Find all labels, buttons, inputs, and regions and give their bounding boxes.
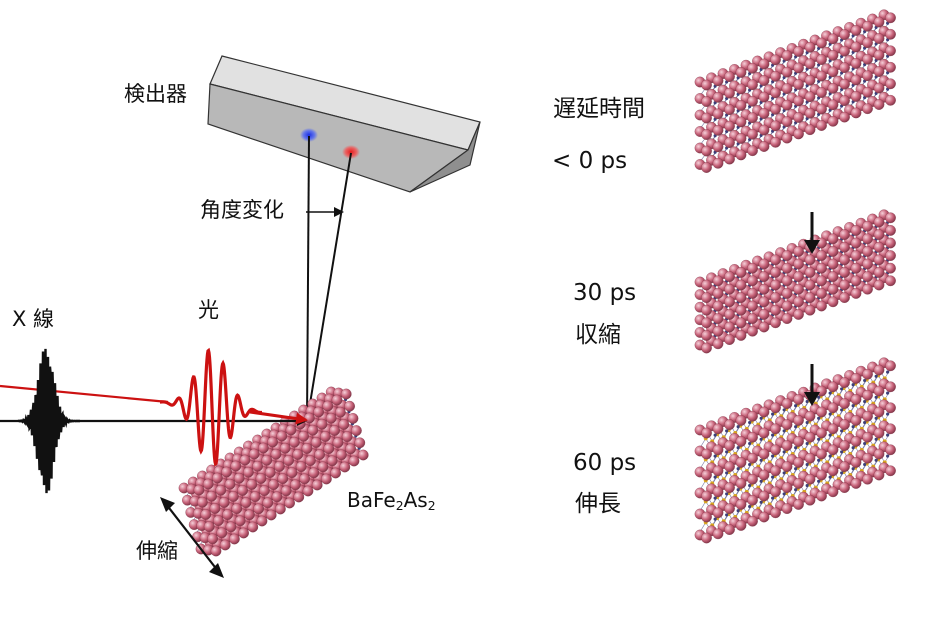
xray-label: X 線 [12,307,55,331]
compound-label: BaFe2As2 [347,488,436,514]
detector-spot-after [342,145,360,159]
detector-spot-before [300,128,318,142]
time-arrow-1 [804,212,820,254]
time-60ps: 60 ps [573,450,637,476]
light-beam [0,384,169,404]
state-expansion: 伸長 [575,491,621,517]
light-label: 光 [198,298,219,322]
expansion-contraction-arrow [160,497,224,578]
detector-label: 検出器 [124,82,187,106]
xray-pulse [17,348,80,494]
state-contraction: 収縮 [575,322,621,348]
light-pulse [160,347,262,467]
delay-time-value: < 0 ps [552,148,628,174]
detector [207,55,481,193]
angle-change-label: 角度変化 [200,198,284,222]
time-30ps: 30 ps [573,280,637,306]
crystal-contracted [694,209,896,354]
expansion-contraction-label: 伸縮 [136,539,178,563]
crystal-sample [178,386,369,557]
crystal-before [694,9,896,173]
delay-time-heading: 遅延時間 [553,96,645,122]
crystal-expanded [694,357,896,544]
diffracted-beam-after [306,152,352,423]
diffracted-beam-before [306,135,310,423]
time-arrow-2 [804,364,820,406]
